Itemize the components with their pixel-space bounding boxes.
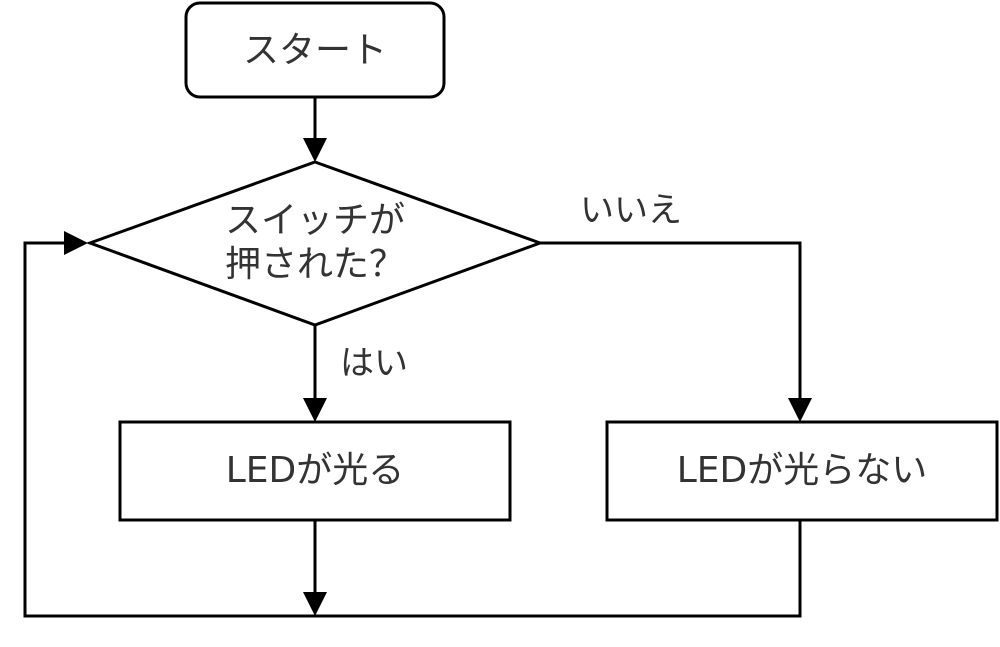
edge-label-no: いいえ xyxy=(580,191,682,231)
edge-label-yes: はい xyxy=(340,344,408,384)
start-node-label: スタート xyxy=(243,30,387,71)
decision-node-label-line2: 押された？ xyxy=(225,244,405,285)
edge-decision-to-led-off xyxy=(540,241,802,404)
arrowhead-led-on-to-merge xyxy=(303,592,327,616)
led-on-node-label: LEDが光る xyxy=(226,450,405,491)
decision-node-label-line1: スイッチが xyxy=(225,200,405,241)
arrowhead-decision-to-led-off xyxy=(788,398,812,422)
start-node xyxy=(184,1,446,99)
edge-loop-back-to-decision xyxy=(23,241,315,618)
arrowhead-start-to-decision xyxy=(303,138,327,162)
led-on-node xyxy=(118,420,512,522)
decision-node xyxy=(85,160,545,327)
edge-led-off-to-merge xyxy=(315,520,802,618)
arrowhead-loop-back-to-decision xyxy=(64,231,88,255)
led-off-node-label: LEDが光らない xyxy=(677,450,928,491)
arrowhead-decision-to-led-on xyxy=(303,398,327,422)
led-off-node xyxy=(605,420,999,522)
